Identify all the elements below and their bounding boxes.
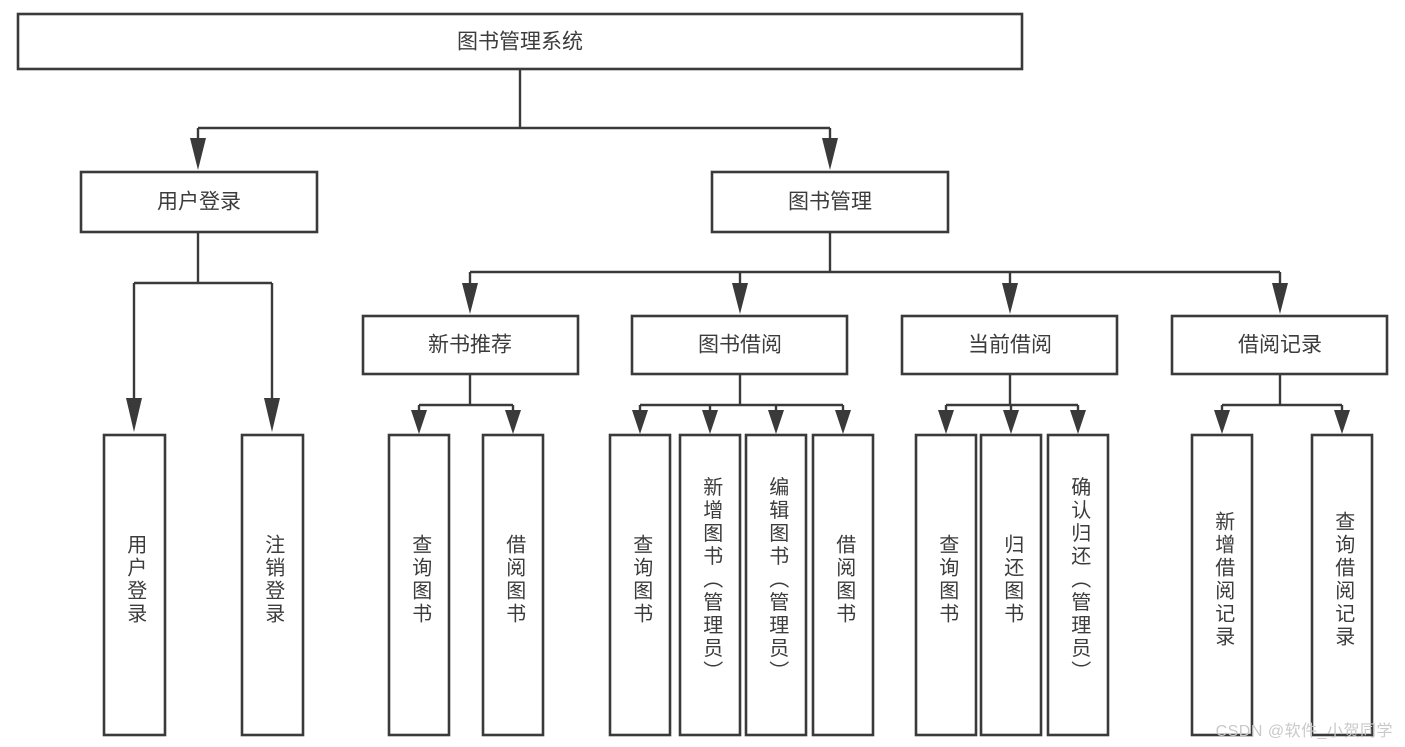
- leaf-label: 查询图书: [409, 534, 432, 626]
- node-root[interactable]: 图书管理系统: [16, 12, 1024, 71]
- arrow-head-icon: [632, 410, 648, 434]
- node-book-manage[interactable]: 图书管理: [710, 170, 950, 234]
- arrow-head-icon: [822, 138, 838, 170]
- node-book-borrow-label: 图书借阅: [698, 334, 782, 357]
- leaf-node[interactable]: 查询图书: [387, 433, 451, 737]
- arrow-head-icon: [1070, 410, 1086, 434]
- node-book-manage-box[interactable]: [710, 170, 950, 234]
- arrow-head-icon: [462, 283, 478, 314]
- arrow-head-icon: [264, 398, 280, 432]
- node-root-box[interactable]: [16, 12, 1024, 71]
- connector-group-borrow: [632, 374, 851, 434]
- leaf-label: 借阅图书: [833, 534, 856, 626]
- leaf-box[interactable]: [678, 433, 742, 737]
- leaf-box[interactable]: [1310, 433, 1374, 737]
- connector-group-user-login: [126, 232, 280, 432]
- leaf-node[interactable]: 确认归还（管理员）: [1046, 433, 1110, 737]
- leaf-label: 确认归还（管理员）: [1068, 476, 1091, 683]
- leaf-label: 查询图书: [630, 534, 653, 626]
- arrow-head-icon: [1272, 283, 1288, 314]
- node-book-borrow-box[interactable]: [630, 314, 849, 376]
- leaf-box[interactable]: [608, 433, 672, 737]
- leaf-node[interactable]: 用户登录: [102, 433, 167, 737]
- leaf-label: 查询借阅记录: [1332, 511, 1355, 649]
- node-new-book-recommend-box[interactable]: [361, 314, 580, 376]
- arrow-head-icon: [1334, 410, 1350, 434]
- node-borrow-record-box[interactable]: [1170, 314, 1389, 376]
- leaf-box[interactable]: [1190, 433, 1254, 737]
- leaf-label: 编辑图书（管理员）: [766, 476, 789, 683]
- node-book-manage-label: 图书管理: [788, 191, 872, 214]
- leaf-label: 查询图书: [936, 534, 959, 626]
- leaf-box[interactable]: [240, 433, 305, 737]
- connector-group-records: [1214, 374, 1350, 434]
- leaf-label: 借阅图书: [503, 534, 526, 626]
- leaf-box[interactable]: [979, 433, 1043, 737]
- leaf-node[interactable]: 归还图书: [979, 433, 1043, 737]
- arrow-head-icon: [1003, 410, 1019, 434]
- leaf-label: 新增借阅记录: [1212, 511, 1235, 649]
- arrow-head-icon: [732, 283, 748, 314]
- node-new-book-recommend[interactable]: 新书推荐: [361, 314, 580, 376]
- leaf-label: 归还图书: [1001, 534, 1024, 626]
- leaf-box[interactable]: [102, 433, 167, 737]
- leaf-box[interactable]: [811, 433, 875, 737]
- connector-group-book-manage: [462, 232, 1288, 314]
- leaf-box[interactable]: [1046, 433, 1110, 737]
- node-root-label: 图书管理系统: [457, 31, 583, 54]
- leaf-node[interactable]: 新增图书（管理员）: [678, 433, 742, 737]
- node-book-borrow[interactable]: 图书借阅: [630, 314, 849, 376]
- arrow-head-icon: [835, 410, 851, 434]
- arrow-head-icon: [768, 410, 784, 434]
- arrow-head-icon: [702, 410, 718, 434]
- arrow-head-icon: [938, 410, 954, 434]
- arrow-head-icon: [126, 398, 142, 432]
- leaf-node[interactable]: 新增借阅记录: [1190, 433, 1254, 737]
- arrow-head-icon: [411, 410, 427, 434]
- node-new-book-recommend-label: 新书推荐: [428, 334, 512, 357]
- node-current-borrow[interactable]: 当前借阅: [900, 314, 1119, 376]
- leaf-box[interactable]: [914, 433, 978, 737]
- leaf-node[interactable]: 查询图书: [608, 433, 672, 737]
- node-user-login[interactable]: 用户登录: [79, 170, 319, 234]
- watermark-text: CSDN @软件_小贺同学: [1215, 723, 1393, 740]
- node-user-login-label: 用户登录: [157, 191, 241, 214]
- leaf-box[interactable]: [744, 433, 808, 737]
- connector-group-new-book: [411, 374, 521, 434]
- node-user-login-box[interactable]: [79, 170, 319, 234]
- leaf-node[interactable]: 注销登录: [240, 433, 305, 737]
- connector-group-current-borrow: [938, 374, 1086, 434]
- leaf-node[interactable]: 查询图书: [914, 433, 978, 737]
- leaf-node[interactable]: 编辑图书（管理员）: [744, 433, 808, 737]
- arrow-head-icon: [505, 410, 521, 434]
- leaf-node[interactable]: 借阅图书: [811, 433, 875, 737]
- node-current-borrow-box[interactable]: [900, 314, 1119, 376]
- connector-group-root: [190, 68, 838, 170]
- arrow-head-icon: [1214, 410, 1230, 434]
- leaf-box[interactable]: [387, 433, 451, 737]
- leaf-node[interactable]: 查询借阅记录: [1310, 433, 1374, 737]
- arrow-head-icon: [190, 138, 206, 170]
- leaf-label: 注销登录: [262, 534, 285, 626]
- leaf-label: 用户登录: [124, 534, 147, 626]
- node-borrow-record[interactable]: 借阅记录: [1170, 314, 1389, 376]
- node-current-borrow-label: 当前借阅: [968, 334, 1052, 357]
- leaf-label: 新增图书（管理员）: [700, 476, 723, 683]
- leaf-node[interactable]: 借阅图书: [481, 433, 545, 737]
- leaf-box[interactable]: [481, 433, 545, 737]
- arrow-head-icon: [1002, 283, 1018, 314]
- node-borrow-record-label: 借阅记录: [1238, 334, 1322, 357]
